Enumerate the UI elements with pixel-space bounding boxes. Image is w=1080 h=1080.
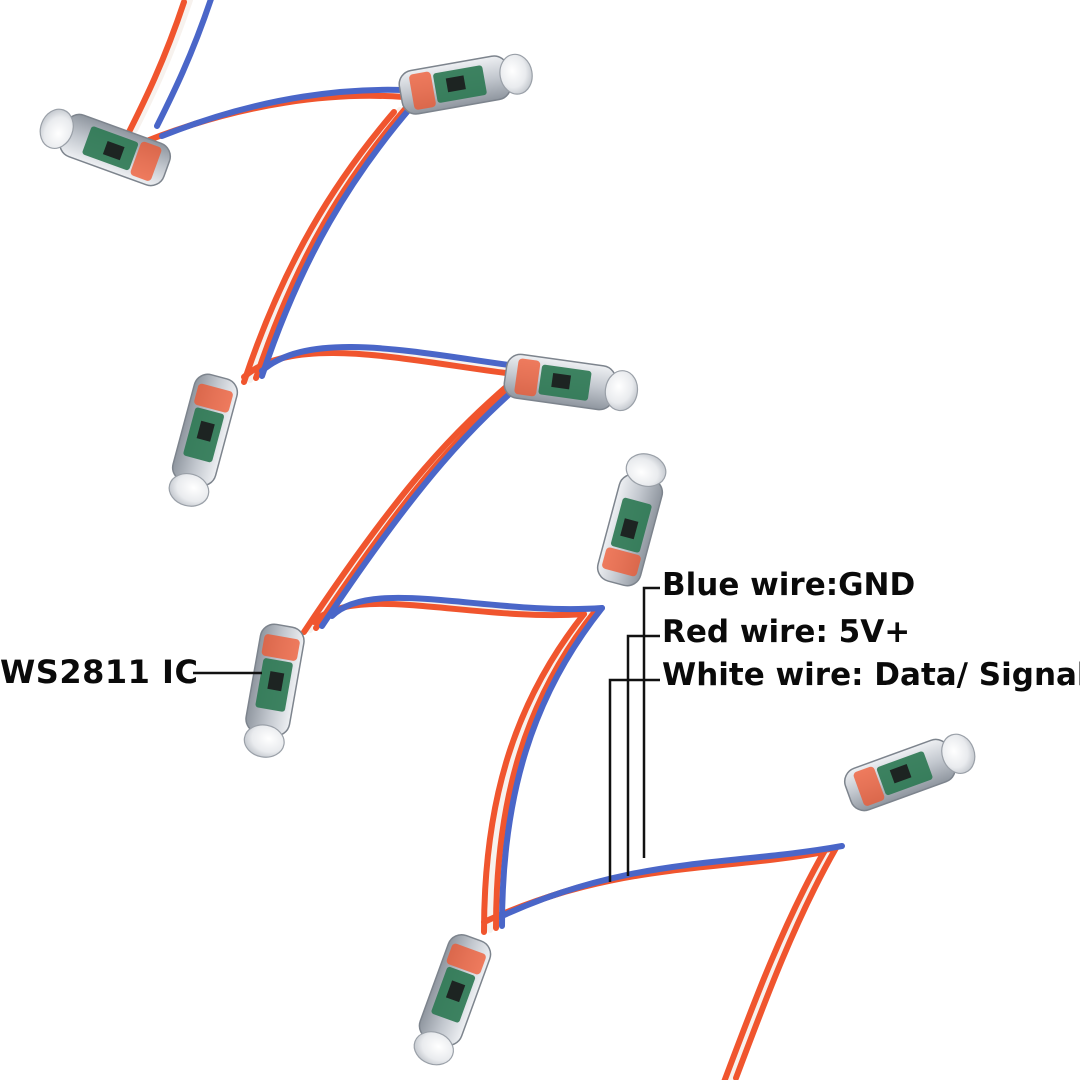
led-pixel-module-6 bbox=[593, 448, 673, 590]
led-pixel-module-7 bbox=[406, 930, 496, 1072]
red-wire bbox=[126, 0, 827, 1080]
callout-lines bbox=[193, 586, 660, 882]
led-pixel-module-1 bbox=[33, 101, 175, 191]
white-wire-label: White wire: Data/ Signal bbox=[662, 657, 1080, 693]
led-pixel-module-2 bbox=[396, 49, 537, 117]
led-pixel-modules bbox=[33, 49, 982, 1072]
led-pixel-module-4 bbox=[501, 351, 642, 416]
wire-harness bbox=[126, 0, 845, 1080]
red-wire-leader-line bbox=[626, 634, 660, 876]
red-wire-label: Red wire: 5V+ bbox=[662, 614, 911, 650]
blue-wire-label: Blue wire:GND bbox=[662, 567, 916, 603]
ws2811-ic-label: WS2811 IC bbox=[0, 653, 199, 691]
led-pixel-module-8 bbox=[840, 726, 982, 816]
led-pixel-module-3 bbox=[162, 370, 242, 512]
led-pixel-module-5 bbox=[239, 621, 307, 762]
blue-wire-leader-line bbox=[642, 586, 660, 858]
white-wire-leader-line bbox=[608, 678, 660, 882]
